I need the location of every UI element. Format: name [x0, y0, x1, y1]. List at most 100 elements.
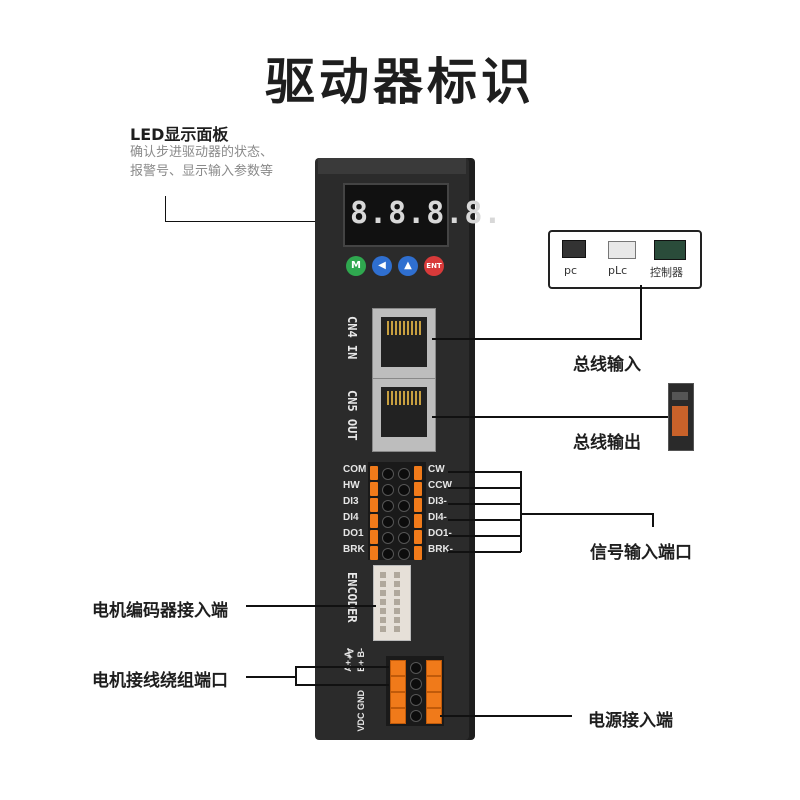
signal-lever-right [414, 514, 422, 528]
motor-bracket-top [295, 666, 389, 668]
terminal-hole [410, 678, 422, 690]
pin-label: BRK [343, 544, 365, 555]
encoder-pin [394, 599, 400, 605]
terminal-lever [390, 676, 406, 692]
signal-hole [382, 516, 394, 528]
terminal-lever [390, 692, 406, 708]
enter-button[interactable]: ENT [424, 256, 444, 276]
signal-leader-line [448, 471, 521, 473]
cn4-rj45-port[interactable] [372, 308, 436, 382]
encoder-pin [380, 608, 386, 614]
page-title: 驱动器标识 [265, 53, 535, 111]
signal-lever-left [370, 466, 378, 480]
bus-out-label: 总线输出 [573, 433, 641, 453]
driver-top-cap [318, 158, 466, 174]
plc-label: pLc [608, 264, 628, 277]
pin-label: BRK- [428, 544, 453, 555]
bus-out-module-icon [668, 383, 694, 451]
encoder-pin [394, 590, 400, 596]
bus-in-line-h [432, 338, 642, 340]
pin-label: CW [428, 464, 445, 475]
encoder-pin [380, 626, 386, 632]
signal-hole [398, 484, 410, 496]
terminal-hole [410, 710, 422, 722]
signal-leader-line [448, 519, 521, 521]
controller-board-icon [654, 240, 686, 260]
led-panel-description: 确认步进驱动器的状态、报警号、显示输入参数等 [130, 145, 274, 179]
bus-in-line-v [640, 285, 642, 339]
pin-label: DI3 [343, 496, 359, 507]
encoder-pin [380, 599, 386, 605]
signal-bracket-v [520, 471, 522, 552]
encoder-pin [394, 608, 400, 614]
encoder-pin [380, 617, 386, 623]
controller-label: 控制器 [650, 266, 683, 279]
signal-leader-line [448, 487, 521, 489]
signal-lever-left [370, 530, 378, 544]
signal-lever-right [414, 498, 422, 512]
encoder-connector[interactable] [373, 565, 411, 641]
motor-label: 电机接线绕组端口 [92, 671, 228, 691]
signal-lever-left [370, 546, 378, 560]
power-label-text: 电源接入端 [588, 711, 673, 731]
encoder-pin [394, 626, 400, 632]
signal-hole [382, 484, 394, 496]
signal-leader-line [448, 503, 521, 505]
motor-pointer-line [246, 676, 296, 678]
terminal-lever [390, 708, 406, 724]
led-panel-label: LED显示面板 [130, 125, 229, 144]
encoder-pin [380, 581, 386, 587]
motor-bracket-v [295, 666, 297, 686]
terminal-hole [410, 662, 422, 674]
mode-button[interactable]: M [346, 256, 366, 276]
signal-lever-right [414, 546, 422, 560]
terminal-lever [426, 676, 442, 692]
terminal-lever [390, 660, 406, 676]
bus-out-line [432, 416, 668, 418]
encoder-pin [394, 572, 400, 578]
cn4-pins [387, 321, 421, 335]
signal-bracket-drop [652, 513, 654, 527]
signal-lever-right [414, 482, 422, 496]
signal-lever-left [370, 482, 378, 496]
signal-lever-right [414, 530, 422, 544]
up-button[interactable]: ▲ [398, 256, 418, 276]
pc-label: pc [564, 264, 578, 277]
terminal-lever [426, 660, 442, 676]
bus-in-label: 总线输入 [573, 355, 641, 375]
pin-label: DI4 [343, 512, 359, 523]
terminal-lever [426, 692, 442, 708]
left-button[interactable]: ◀ [372, 256, 392, 276]
cn5-port-label: CN5 OUT [345, 390, 359, 441]
signal-left-labels: COM HW DI3 DI4 DO1 BRK [343, 464, 373, 560]
signal-right-labels: CW CCW DI3- DI4- DO1- BRK- [428, 464, 458, 560]
signal-hole [382, 500, 394, 512]
signal-bracket-h [520, 513, 654, 515]
pin-label: COM [343, 464, 367, 475]
cn5-rj45-port[interactable] [372, 378, 436, 452]
signal-port-label: 信号输入端口 [590, 543, 692, 563]
led-pointer-line-v [165, 196, 166, 222]
computer-icon [562, 240, 586, 258]
encoder-pin [380, 590, 386, 596]
encoder-pointer-line [246, 605, 376, 607]
motor-bracket-bottom [295, 684, 389, 686]
plc-icon [608, 241, 636, 259]
pin-label: DO1- [428, 528, 452, 539]
signal-lever-right [414, 466, 422, 480]
motor-label-b: B+ B- [356, 648, 366, 672]
cn5-pins [387, 391, 421, 405]
pin-label: DO1 [343, 528, 364, 539]
encoder-pin [380, 572, 386, 578]
pin-label: CCW [428, 480, 452, 491]
signal-hole [398, 532, 410, 544]
pin-label: DI4- [428, 512, 447, 523]
led-pointer-line-h [165, 221, 345, 222]
signal-leader-line [448, 535, 521, 537]
led-display [343, 183, 449, 247]
encoder-port-label: ENCODER [345, 572, 359, 623]
power-label: VDC GND [356, 690, 366, 732]
signal-lever-left [370, 498, 378, 512]
signal-leader-line [448, 551, 521, 553]
signal-hole [382, 468, 394, 480]
